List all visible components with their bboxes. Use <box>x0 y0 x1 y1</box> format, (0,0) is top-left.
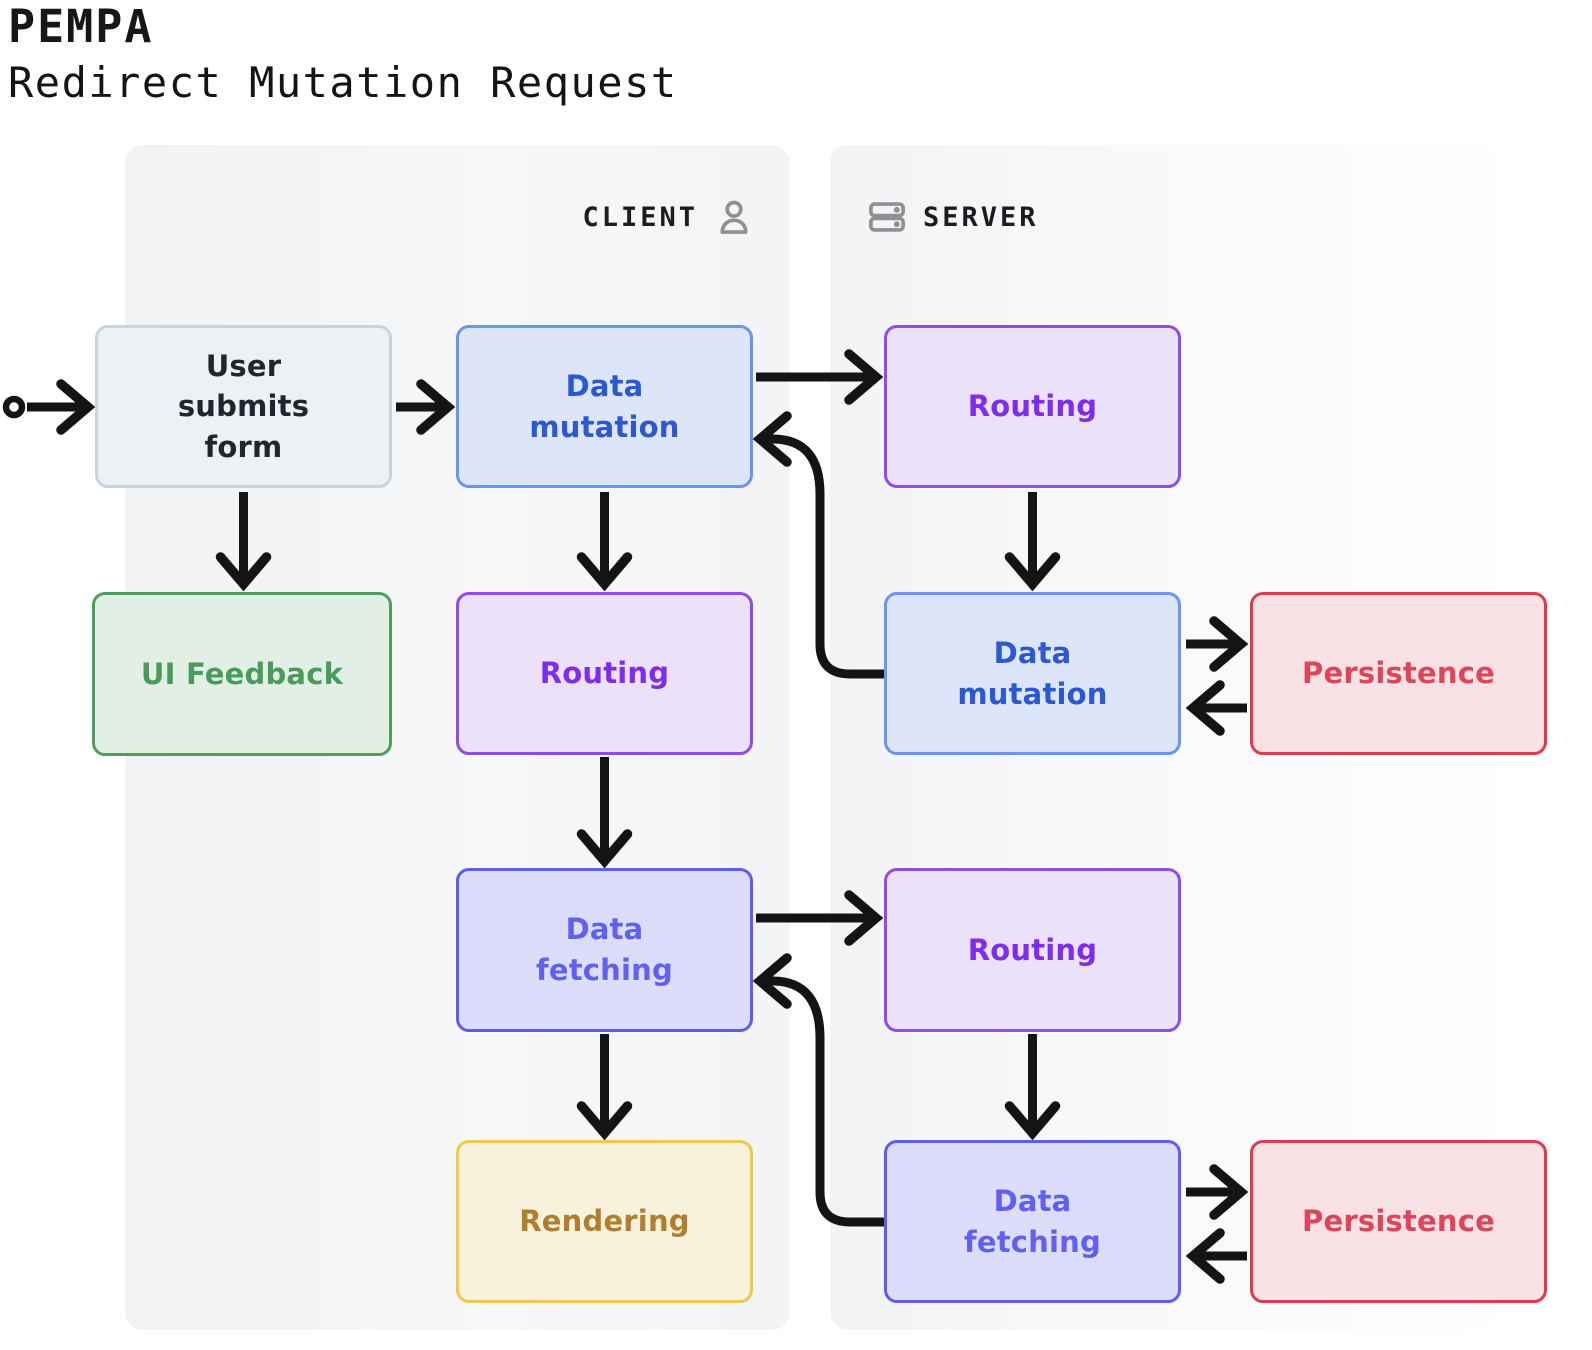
node-label: User submits form <box>177 348 310 464</box>
client-panel-label: CLIENT <box>582 201 698 233</box>
node-label: UI Feedback <box>140 656 344 691</box>
node-server-data-fetching: Data fetching <box>884 1140 1181 1303</box>
server-panel-header: SERVER <box>866 196 1039 238</box>
node-client-data-fetching: Data fetching <box>456 868 753 1032</box>
node-client-data-mutation: Data mutation <box>456 325 753 488</box>
node-user-submits-form: User submits form <box>95 325 392 488</box>
node-ui-feedback: UI Feedback <box>92 592 392 756</box>
node-label: Rendering <box>519 1204 690 1239</box>
user-icon <box>720 200 748 234</box>
node-persistence-bottom: Persistence <box>1250 1140 1547 1303</box>
node-server-routing-bottom: Routing <box>884 868 1181 1032</box>
node-label: Persistence <box>1302 656 1495 691</box>
start-node <box>2 395 26 419</box>
page-title: PEMPA <box>8 0 154 53</box>
node-label: Persistence <box>1302 1204 1495 1239</box>
node-label: Routing <box>967 932 1098 967</box>
page-subtitle: Redirect Mutation Request <box>8 58 678 107</box>
node-label: Data fetching <box>964 1183 1101 1259</box>
server-panel-label: SERVER <box>923 201 1039 233</box>
node-label: Data fetching <box>536 912 673 987</box>
node-label: Routing <box>967 389 1098 424</box>
node-client-routing: Routing <box>456 592 753 755</box>
node-label: Routing <box>539 656 670 691</box>
node-rendering: Rendering <box>456 1140 753 1303</box>
node-server-data-mutation: Data mutation <box>884 592 1181 755</box>
node-label: Data mutation <box>529 368 680 444</box>
node-server-routing-top: Routing <box>884 325 1181 488</box>
node-label: Data mutation <box>957 635 1108 711</box>
server-icon <box>869 202 905 232</box>
client-panel-header: CLIENT <box>582 196 755 238</box>
node-persistence-top: Persistence <box>1250 592 1547 755</box>
